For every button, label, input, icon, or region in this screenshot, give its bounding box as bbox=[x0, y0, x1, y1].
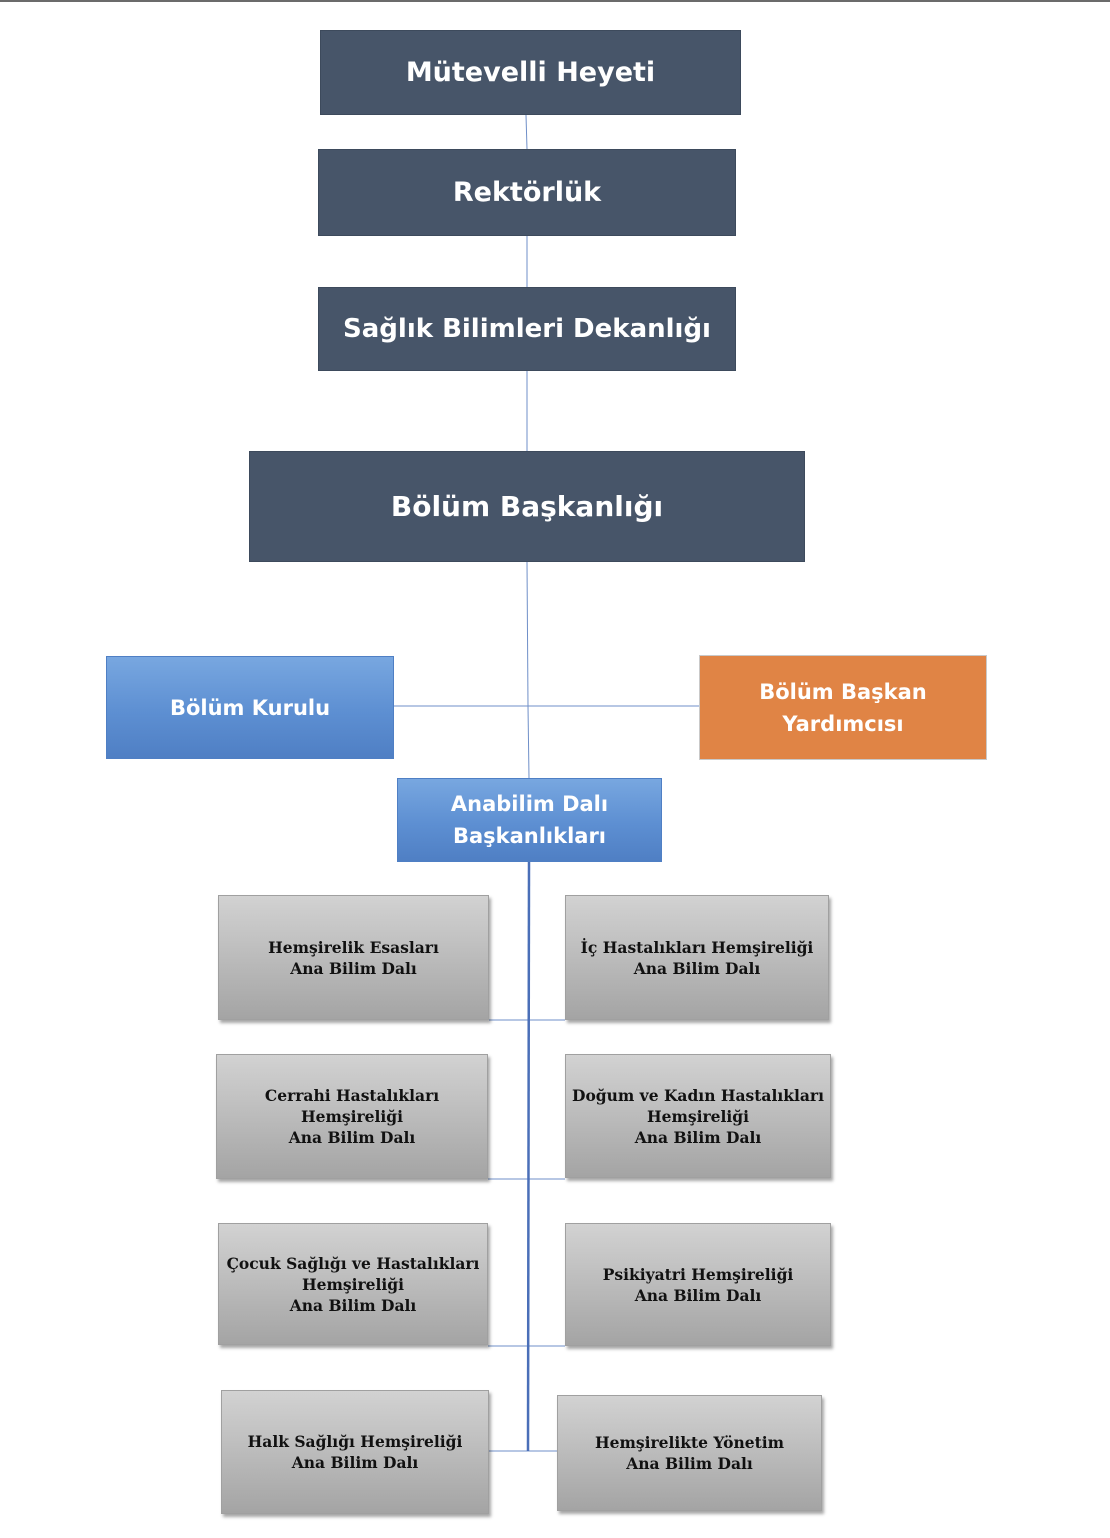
trustees-label: Mütevelli Heyeti bbox=[405, 57, 656, 88]
division-label: Çocuk Sağlığı ve Hastalıkları Hemşireliğ… bbox=[226, 1253, 480, 1315]
deputy-head-label: Bölüm Başkan Yardımcısı bbox=[759, 679, 927, 736]
box-deanship: Sağlık Bilimleri Dekanlığı bbox=[318, 287, 736, 371]
connector-to-division-heads bbox=[527, 705, 530, 779]
division-box-nursing-management: Hemşirelikte Yönetim Ana Bilim Dalı bbox=[557, 1395, 822, 1511]
top-border-line bbox=[0, 0, 1110, 2]
division-box-surgical: Cerrahi Hastalıkları Hemşireliği Ana Bil… bbox=[216, 1054, 488, 1179]
division-label: Hemşirelikte Yönetim Ana Bilim Dalı bbox=[594, 1433, 785, 1473]
box-division-heads: Anabilim Dalı Başkanlıkları bbox=[397, 778, 662, 862]
division-box-child-health: Çocuk Sağlığı ve Hastalıkları Hemşireliğ… bbox=[218, 1223, 488, 1345]
connector-trustees-rectorate bbox=[525, 114, 528, 150]
division-heads-label: Anabilim Dalı Başkanlıkları bbox=[450, 792, 609, 848]
department-head-label: Bölüm Başkanlığı bbox=[390, 490, 664, 523]
division-label: Psikiyatri Hemşireliği Ana Bilim Dalı bbox=[602, 1264, 794, 1305]
department-board-label: Bölüm Kurulu bbox=[169, 695, 331, 720]
division-label: Doğum ve Kadın Hastalıkları Hemşireliği … bbox=[572, 1085, 824, 1147]
connector-main-spine bbox=[526, 861, 531, 1452]
division-label: Hemşirelik Esasları Ana Bilim Dalı bbox=[268, 937, 439, 978]
box-deputy-head: Bölüm Başkan Yardımcısı bbox=[699, 655, 987, 760]
box-rectorate: Rektörlük bbox=[318, 149, 736, 236]
deanship-label: Sağlık Bilimleri Dekanlığı bbox=[343, 314, 711, 344]
division-box-internal-medicine: İç Hastalıkları Hemşireliği Ana Bilim Da… bbox=[565, 895, 829, 1020]
division-box-obstetrics: Doğum ve Kadın Hastalıkları Hemşireliği … bbox=[565, 1054, 831, 1178]
rectorate-label: Rektörlük bbox=[452, 177, 602, 208]
division-box-public-health: Halk Sağlığı Hemşireliği Ana Bilim Dalı bbox=[221, 1390, 489, 1514]
box-department-head: Bölüm Başkanlığı bbox=[249, 451, 805, 562]
division-box-psychiatry: Psikiyatri Hemşireliği Ana Bilim Dalı bbox=[565, 1223, 831, 1346]
division-box-nursing-fundamentals: Hemşirelik Esasları Ana Bilim Dalı bbox=[218, 895, 489, 1020]
box-trustees: Mütevelli Heyeti bbox=[320, 30, 741, 115]
connector-department-down bbox=[526, 561, 529, 707]
division-label: İç Hastalıkları Hemşireliği Ana Bilim Da… bbox=[580, 937, 814, 978]
division-label: Cerrahi Hastalıkları Hemşireliği Ana Bil… bbox=[264, 1086, 440, 1147]
division-label: Halk Sağlığı Hemşireliği Ana Bilim Dalı bbox=[247, 1432, 463, 1472]
box-department-board: Bölüm Kurulu bbox=[106, 656, 394, 759]
